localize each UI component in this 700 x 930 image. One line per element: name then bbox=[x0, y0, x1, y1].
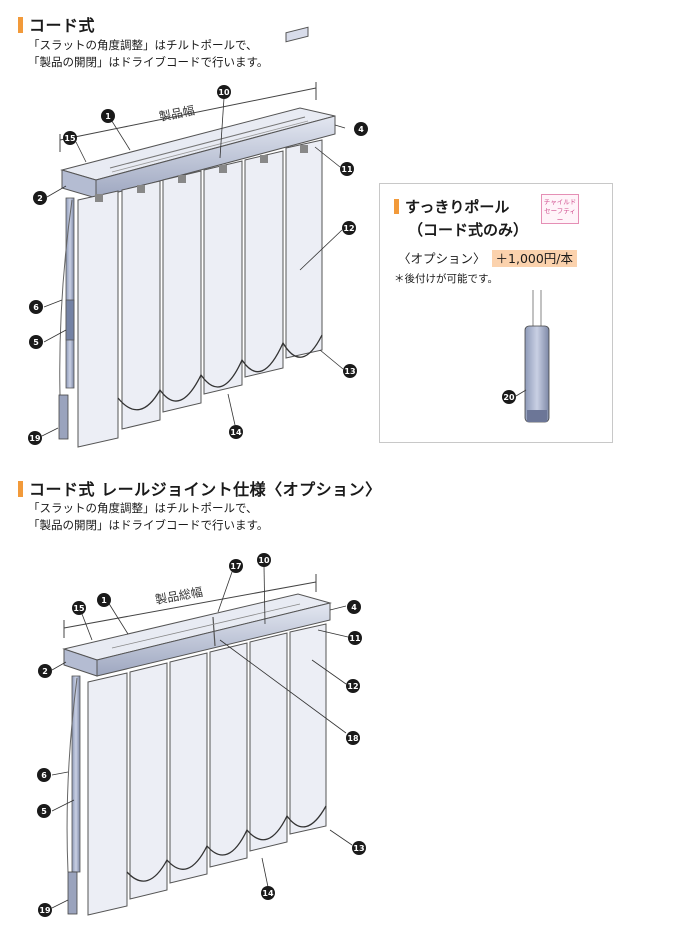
accent-bar bbox=[18, 481, 23, 497]
width-dimension: 製品幅 bbox=[59, 82, 317, 152]
width-label: 製品幅 bbox=[158, 102, 196, 124]
callout-20: 20 bbox=[503, 393, 515, 402]
svg-text:15: 15 bbox=[73, 604, 85, 613]
option-title: すっきりポール bbox=[394, 196, 509, 218]
svg-text:13: 13 bbox=[344, 367, 355, 376]
callouts-2: 1 2 4 5 6 10 11 12 13 14 15 17 18 bbox=[37, 553, 366, 917]
option-price: ＋1,000円/本 bbox=[491, 250, 578, 267]
svg-text:1: 1 bbox=[101, 596, 107, 605]
svg-text:13: 13 bbox=[353, 844, 364, 853]
section2-title: コード式 レールジョイント仕様〈オプション〉 bbox=[18, 476, 382, 500]
svg-text:14: 14 bbox=[262, 889, 274, 898]
accent-bar bbox=[394, 199, 399, 214]
slats bbox=[77, 139, 323, 448]
svg-text:4: 4 bbox=[358, 125, 364, 134]
svg-text:4: 4 bbox=[351, 603, 357, 612]
svg-text:2: 2 bbox=[42, 667, 48, 676]
svg-text:19: 19 bbox=[39, 906, 51, 915]
option-note: ＊後付けが可能です。 bbox=[394, 273, 498, 285]
svg-text:5: 5 bbox=[41, 807, 47, 816]
tilt-pole-2 bbox=[66, 675, 81, 915]
diagram-1: 製品幅 bbox=[28, 26, 368, 448]
svg-text:5: 5 bbox=[33, 338, 39, 347]
head-rail-2 bbox=[62, 593, 332, 677]
accent-bar bbox=[18, 17, 23, 33]
svg-text:19: 19 bbox=[29, 434, 41, 443]
callouts-1: 1 2 4 5 6 10 11 12 13 14 15 19 bbox=[28, 85, 368, 445]
cord-weight bbox=[58, 394, 69, 440]
option-panel: すっきりポール （コード式のみ） チャイルド セーフティー 〈オプション〉＋1,… bbox=[379, 183, 613, 443]
section2-description: 「スラットの角度調整」はチルトポールで、 「製品の開閉」はドライブコードで行いま… bbox=[28, 501, 269, 532]
svg-text:11: 11 bbox=[341, 165, 353, 174]
section1-description: 「スラットの角度調整」はチルトポールで、 「製品の開閉」はドライブコードで行いま… bbox=[28, 38, 269, 69]
slim-pole-illustration: 20 bbox=[502, 290, 550, 423]
svg-text:15: 15 bbox=[64, 134, 76, 143]
child-safety-badge: チャイルド セーフティー bbox=[541, 194, 579, 224]
svg-text:17: 17 bbox=[230, 562, 241, 571]
svg-text:12: 12 bbox=[347, 682, 358, 691]
slats-2 bbox=[87, 623, 327, 916]
tilt-pole bbox=[58, 197, 75, 440]
svg-text:14: 14 bbox=[230, 428, 242, 437]
svg-text:12: 12 bbox=[343, 224, 354, 233]
svg-text:2: 2 bbox=[37, 194, 43, 203]
diagram-2: 製品総幅 1 2 4 bbox=[37, 553, 366, 917]
svg-text:10: 10 bbox=[218, 88, 230, 97]
svg-text:6: 6 bbox=[33, 303, 39, 312]
svg-text:10: 10 bbox=[258, 556, 270, 565]
svg-text:6: 6 bbox=[41, 771, 47, 780]
option-price-row: 〈オプション〉＋1,000円/本 bbox=[398, 248, 578, 267]
svg-text:1: 1 bbox=[105, 112, 111, 121]
svg-text:18: 18 bbox=[347, 734, 359, 743]
section1-title: コード式 bbox=[18, 12, 95, 36]
svg-text:11: 11 bbox=[349, 634, 361, 643]
option-subtitle: （コード式のみ） bbox=[408, 221, 529, 239]
